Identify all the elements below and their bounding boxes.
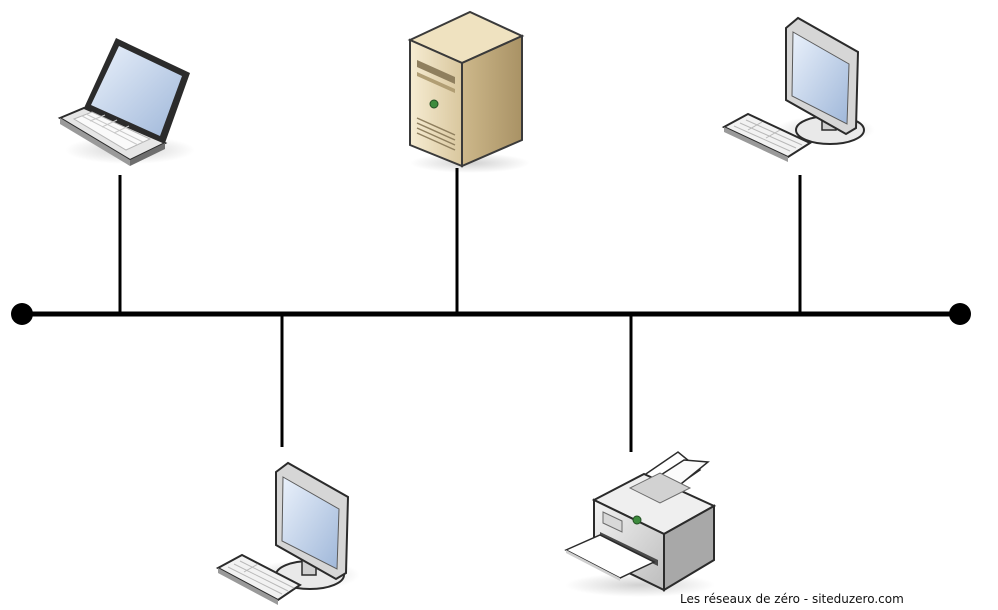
laptop-icon (57, 38, 195, 166)
server-tower-icon (407, 10, 530, 173)
credit-caption: Les réseaux de zéro - siteduzero.com (680, 592, 904, 606)
desktop-computer-icon (215, 461, 360, 605)
desktop-computer-icon (721, 16, 875, 162)
drop-lines (118, 168, 802, 452)
bus-terminator-right (949, 303, 971, 325)
printer-icon (564, 451, 717, 597)
bus-backbone (11, 303, 971, 325)
bus-terminator-left (11, 303, 33, 325)
